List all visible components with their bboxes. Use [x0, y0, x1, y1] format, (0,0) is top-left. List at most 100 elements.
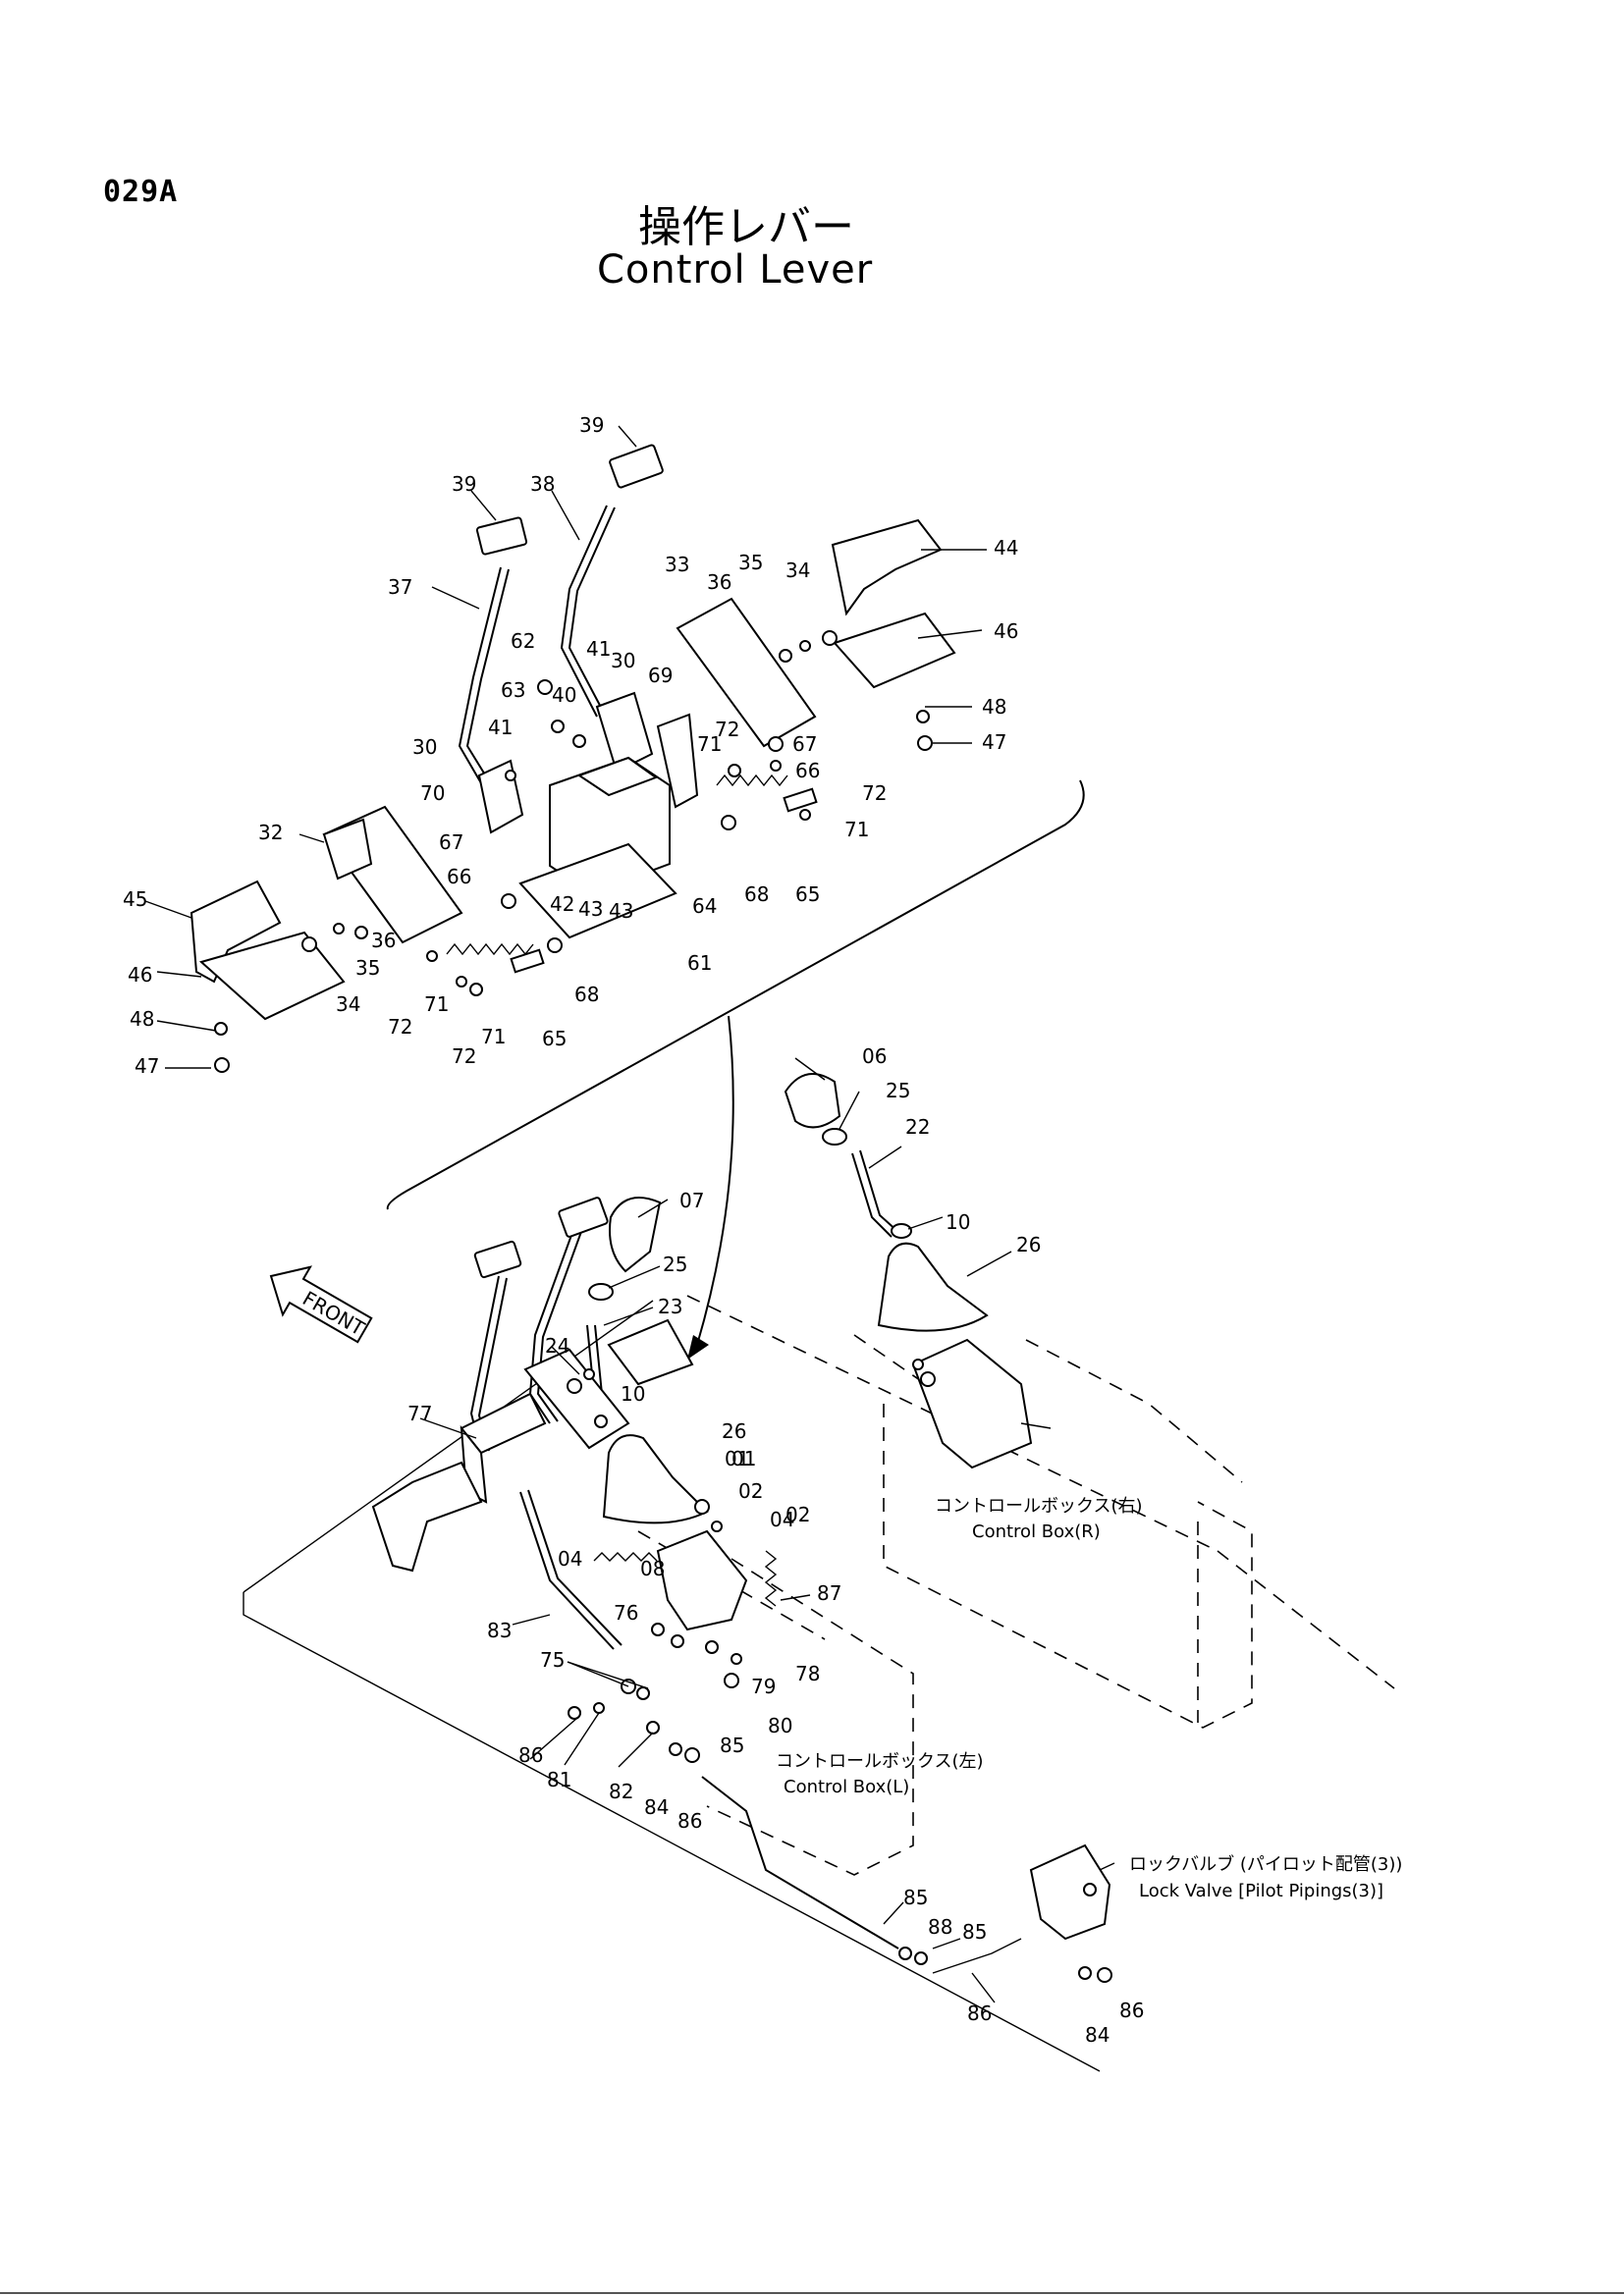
- part-label: 24: [545, 1334, 569, 1358]
- spring-83: [764, 1550, 778, 1607]
- control-box-r-outline: [883, 1404, 1253, 1729]
- part-label: 39: [579, 413, 604, 437]
- part-label: 63: [501, 678, 525, 702]
- part-label: 33: [665, 553, 689, 576]
- upper-fasteners: [214, 630, 933, 1073]
- part-label: 26: [722, 1419, 746, 1443]
- part-label: 36: [371, 929, 396, 952]
- note-control-box-r-en: Control Box(R): [972, 1522, 1101, 1542]
- front-arrow: FRONT: [269, 1265, 373, 1344]
- armrest-lower-left: [371, 1461, 483, 1573]
- grip-39-left: [475, 516, 528, 556]
- part-label: 68: [574, 983, 599, 1006]
- section-divider: [386, 779, 1085, 1210]
- part-label: 26: [1016, 1233, 1041, 1256]
- part-label: 45: [123, 887, 147, 911]
- part-label: 86: [677, 1809, 702, 1833]
- part-label: 71: [481, 1025, 506, 1048]
- part-label: 25: [886, 1079, 910, 1102]
- lock-lever-75: [519, 1491, 615, 1650]
- part-label: 04: [770, 1508, 794, 1531]
- part-label: 79: [751, 1675, 776, 1698]
- part-label: 43: [578, 897, 603, 921]
- page-code: 029A: [103, 175, 179, 209]
- bracket-30-right: [595, 691, 654, 774]
- part-label: 02: [738, 1479, 763, 1503]
- spring-right: [716, 774, 788, 787]
- part-label: 85: [903, 1886, 928, 1909]
- part-label: 22: [905, 1115, 930, 1139]
- part-label: 61: [687, 951, 712, 975]
- part-label: 47: [135, 1054, 159, 1078]
- part-label: 86: [1119, 1999, 1144, 2022]
- part-label: 43: [609, 899, 633, 923]
- connector-arrow: [696, 1015, 734, 1346]
- part-label: 40: [552, 683, 576, 707]
- title-japanese: 操作レバー: [638, 202, 854, 252]
- note-control-box-l-jp: コントロールボックス(左): [776, 1751, 984, 1772]
- lock-valve: [1029, 1843, 1111, 1941]
- grip-right-lower: [558, 1197, 609, 1238]
- pilot-valve-04-right: [911, 1338, 1033, 1469]
- boot-26-left: [602, 1434, 709, 1524]
- part-label: 72: [862, 781, 887, 805]
- part-label: 04: [558, 1547, 582, 1571]
- part-label: 37: [388, 575, 412, 599]
- rod-end-65-right: [783, 787, 818, 813]
- note-control-box-l-en: Control Box(L): [784, 1777, 909, 1797]
- part-label: 69: [648, 664, 673, 687]
- part-label: 41: [488, 716, 513, 739]
- part-label: 46: [994, 619, 1018, 643]
- part-label: 34: [336, 992, 360, 1016]
- grip-39-right: [609, 444, 664, 489]
- part-label: 67: [792, 732, 817, 756]
- part-label: 02: [785, 1503, 810, 1526]
- base-plate-61: [518, 842, 677, 939]
- part-label: 35: [355, 956, 380, 980]
- part-label: 81: [547, 1768, 571, 1791]
- part-label: 86: [967, 2002, 992, 2025]
- note-control-box-r-jp: コントロールボックス(右): [935, 1496, 1143, 1517]
- spring-left: [446, 942, 534, 956]
- part-label: 41: [586, 637, 611, 661]
- part-label: 42: [550, 892, 574, 916]
- nut-25-right: [822, 1128, 847, 1146]
- armrest-45: [189, 880, 282, 984]
- armrest-44: [831, 518, 943, 616]
- pipe-84: [932, 1938, 1022, 1974]
- part-label: 01: [731, 1447, 756, 1470]
- part-label: 32: [258, 821, 283, 844]
- part-label: 07: [679, 1189, 704, 1212]
- part-label: 82: [609, 1780, 633, 1803]
- part-label: 38: [530, 472, 555, 496]
- part-label: 25: [663, 1253, 687, 1276]
- part-label: 06: [862, 1044, 887, 1068]
- pipe-88: [701, 1776, 899, 1949]
- pilot-valve-04-left: [656, 1529, 748, 1631]
- part-label: 83: [487, 1619, 512, 1642]
- part-label: 10: [621, 1382, 645, 1406]
- part-label: 48: [982, 695, 1006, 719]
- part-label: 85: [962, 1920, 987, 1944]
- part-label: 86: [518, 1743, 543, 1767]
- part-label: 71: [697, 732, 722, 756]
- part-label: 68: [744, 882, 769, 906]
- control-box-l-outline: [706, 1558, 914, 1876]
- part-label: 84: [644, 1795, 669, 1819]
- knob-06: [784, 1073, 841, 1129]
- spring-08: [593, 1552, 658, 1562]
- bracket-30-left: [477, 759, 524, 834]
- part-label: 87: [817, 1581, 841, 1605]
- part-label: 30: [412, 735, 437, 759]
- part-label: 08: [640, 1557, 665, 1580]
- part-label: 23: [658, 1295, 682, 1318]
- part-label: 78: [795, 1662, 820, 1685]
- part-label: 66: [795, 759, 820, 782]
- part-label: 71: [424, 992, 449, 1016]
- part-label: 64: [692, 894, 717, 918]
- bracket-69: [656, 713, 699, 809]
- part-label: 85: [720, 1734, 744, 1757]
- part-label: 72: [388, 1015, 412, 1039]
